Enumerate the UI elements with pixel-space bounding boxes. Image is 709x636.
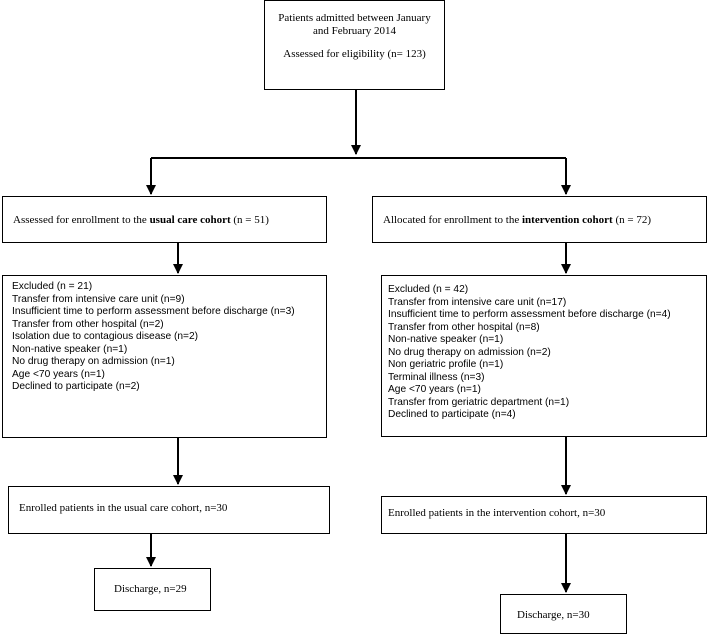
- list-item: No drug therapy on admission (n=2): [388, 346, 551, 358]
- top-box-line-2: and February 2014: [312, 24, 397, 37]
- usual-care-enrolled-text: Enrolled patients in the usual care coho…: [19, 502, 228, 514]
- list-item: Declined to participate (n=4): [388, 409, 516, 420]
- list-item: Transfer from other hospital (n=8): [388, 321, 540, 333]
- list-item: Non-native speaker (n=1): [388, 334, 504, 345]
- list-item: Declined to participate (n=2): [12, 381, 140, 392]
- eligibility-box: Patients admitted between January and Fe…: [264, 0, 445, 90]
- intervention-cohort-label: intervention cohort: [521, 214, 613, 226]
- list-item: Transfer from other hospital (n=2): [12, 318, 164, 330]
- intervention-discharge-text: Discharge, n=30: [517, 609, 590, 621]
- intervention-allocated-text: Allocated for enrollment to the interven…: [383, 214, 706, 227]
- list-item: Excluded (n = 42): [388, 284, 469, 295]
- list-item: Age <70 years (n=1): [388, 384, 481, 395]
- intervention-excluded-box: Excluded (n = 42) Transfer from intensiv…: [381, 275, 707, 437]
- list-item: Excluded (n = 21): [12, 281, 93, 292]
- usual-care-discharge-box: Discharge, n=29: [94, 568, 211, 611]
- top-box-line-1: Patients admitted between January: [278, 12, 431, 24]
- usual-care-excluded-box: Excluded (n = 21) Transfer from intensiv…: [2, 275, 327, 438]
- list-item: Insufficient time to perform assessment …: [388, 309, 671, 320]
- list-item: Age <70 years (n=1): [12, 368, 105, 380]
- list-item: Transfer from intensive care unit (n=17): [388, 296, 567, 308]
- list-item: Transfer from geriatric department (n=1): [388, 396, 570, 408]
- list-item: Transfer from intensive care unit (n=9): [12, 293, 185, 305]
- usual-care-assessed-text: Assessed for enrollment to the usual car…: [13, 214, 326, 227]
- list-item: Isolation due to contagious disease (n=2…: [12, 331, 199, 342]
- top-box-line-3: Assessed for eligibility (n= 123): [283, 48, 426, 60]
- intervention-enrolled-text: Enrolled patients in the intervention co…: [388, 507, 606, 519]
- intervention-allocated-suffix: (n = 72): [612, 214, 651, 226]
- list-item: No drug therapy on admission (n=1): [12, 356, 175, 367]
- usual-care-assessed-suffix: (n = 51): [230, 214, 269, 226]
- list-item: Non geriatric profile (n=1): [388, 359, 504, 370]
- list-item: Insufficient time to perform assessment …: [12, 306, 295, 317]
- usual-care-assessed-box: Assessed for enrollment to the usual car…: [2, 196, 327, 243]
- usual-care-enrolled-box: Enrolled patients in the usual care coho…: [8, 486, 330, 534]
- intervention-enrolled-box: Enrolled patients in the intervention co…: [381, 496, 707, 534]
- list-item: Non-native speaker (n=1): [12, 343, 128, 355]
- usual-care-discharge-text: Discharge, n=29: [114, 583, 187, 595]
- intervention-allocated-box: Allocated for enrollment to the interven…: [372, 196, 707, 243]
- intervention-allocated-prefix: Allocated for enrollment to the: [383, 214, 522, 226]
- intervention-discharge-box: Discharge, n=30: [500, 594, 627, 634]
- list-item: Terminal illness (n=3): [388, 371, 485, 383]
- usual-care-assessed-prefix: Assessed for enrollment to the: [13, 214, 150, 226]
- usual-care-cohort-label: usual care cohort: [149, 214, 231, 226]
